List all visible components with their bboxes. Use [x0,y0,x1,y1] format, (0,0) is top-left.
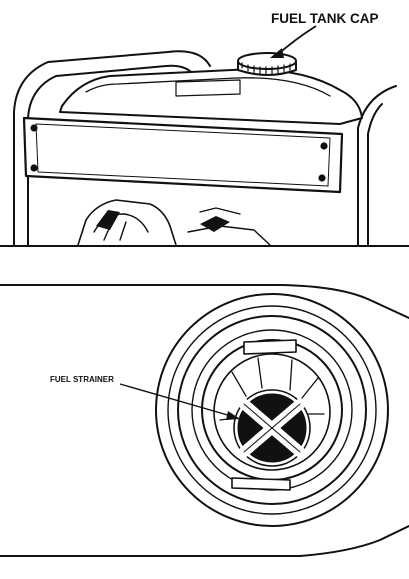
fuel-tank-cap-label: FUEL TANK CAP [271,11,379,26]
panel-bolt [30,124,38,132]
strainer-basket-floor [233,389,311,467]
fuel-tank-seam [85,77,331,97]
fuel-tank-cap-leader [270,25,317,58]
strainer-basket-wall [213,353,331,471]
frame-tube-left-inner [27,64,197,246]
engine-parts [77,199,177,246]
panel-bolt [30,164,38,172]
frame-tube-right-inner [367,103,383,246]
panel-bolt [320,142,328,150]
filler-neck-ring-2 [167,305,377,515]
strainer-tab [243,339,297,355]
filler-neck-view [0,284,409,557]
filler-neck-outer-ring [155,293,389,527]
fuel-strainer-label: FUEL STRAINER [50,375,114,384]
generator-top-view [0,50,409,247]
engine-shading [96,210,120,230]
frame-tube-left [13,50,211,246]
tank-surface-edge [0,284,409,319]
strainer-cross-outline [243,403,301,453]
engine-detail [93,207,271,246]
frame-tube-right [357,85,397,246]
panel-bolt [318,174,326,182]
strainer-tab [231,477,291,491]
engine-shading [200,216,230,232]
front-panel [22,116,344,194]
fuel-tank-cap [237,52,297,76]
tank-surface-edge [0,525,409,557]
fuel-tank-recess [175,79,241,97]
fuel-tank-body [59,68,363,125]
front-panel-inner [35,123,331,187]
strainer-wall-ribs [219,357,325,421]
fuel-strainer-leader [119,383,240,420]
filler-neck-ring-3 [177,315,367,505]
